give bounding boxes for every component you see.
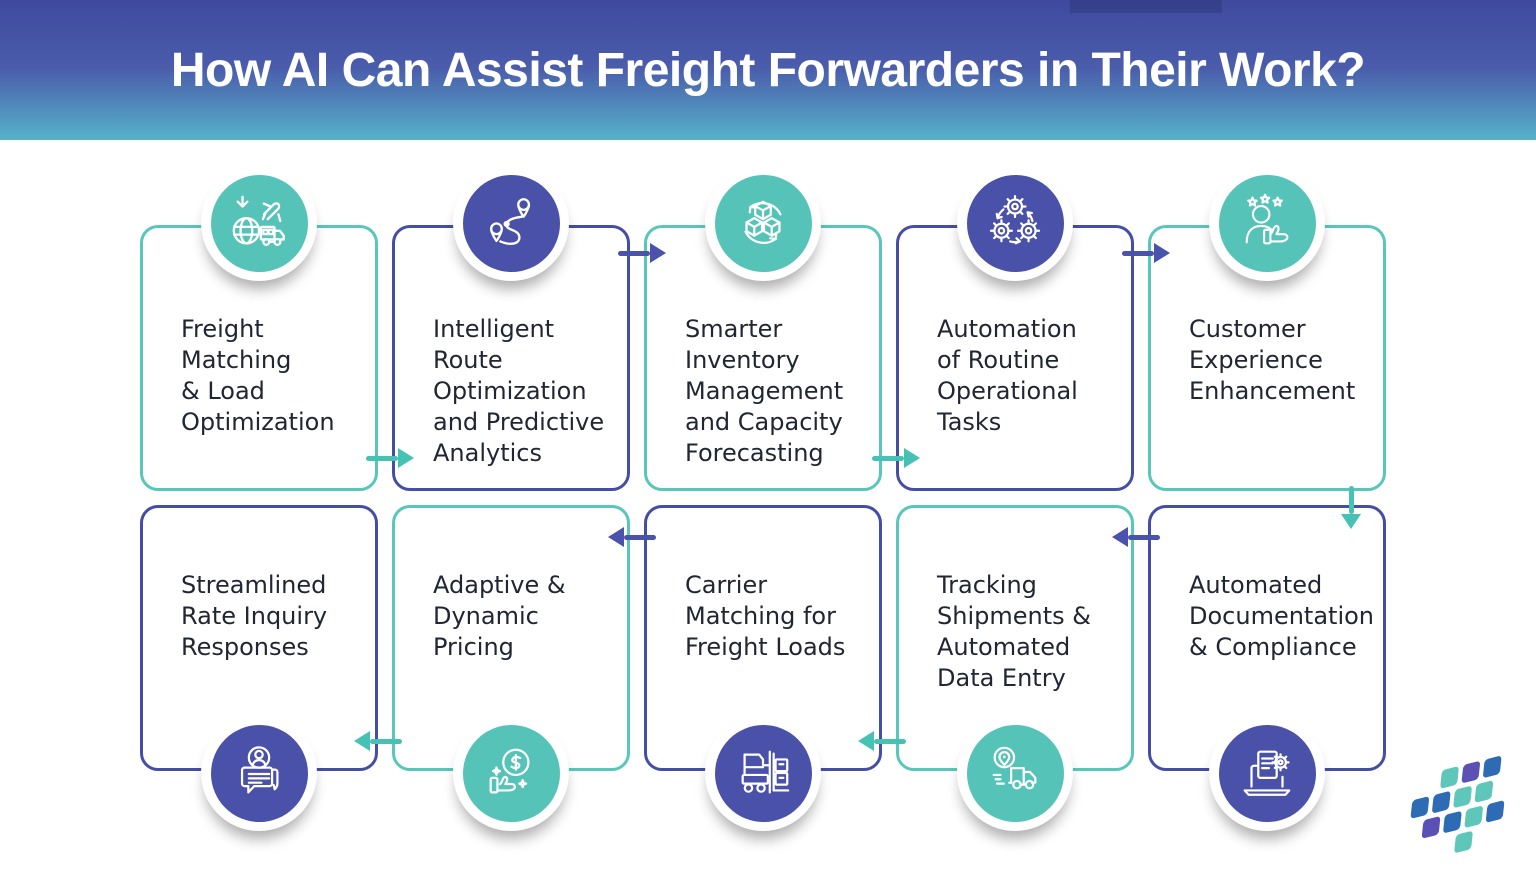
card-shipment-tracking: Tracking Shipments & Automated Data Entr… bbox=[896, 505, 1134, 831]
thumb-dollar-icon bbox=[453, 715, 569, 831]
gears-icon bbox=[957, 165, 1073, 281]
card-carrier-matching: Carrier Matching for Freight Loads bbox=[644, 505, 882, 831]
card-freight-matching: Freight Matching & Load Optimization bbox=[140, 165, 378, 491]
flow-arrow-10-to-9 bbox=[1112, 527, 1160, 547]
card-routine-task-automation: Automation of Routine Operational Tasks bbox=[896, 165, 1134, 491]
card-label: Freight Matching & Load Optimization bbox=[181, 315, 335, 436]
person-thumbs-up-icon bbox=[1209, 165, 1325, 281]
card-customer-experience: Customer Experience Enhancement bbox=[1148, 165, 1386, 491]
card-label: Customer Experience Enhancement bbox=[1189, 315, 1356, 405]
card-route-optimization: Intelligent Route Optimization and Predi… bbox=[392, 165, 630, 491]
card-documentation-compliance: Automated Documentation & Compliance bbox=[1148, 505, 1386, 831]
card-label: Streamlined Rate Inquiry Responses bbox=[181, 571, 328, 661]
page-title: How AI Can Assist Freight Forwarders in … bbox=[170, 43, 1366, 97]
card-label: Smarter Inventory Management and Capacit… bbox=[685, 315, 844, 467]
header-banner: How AI Can Assist Freight Forwarders in … bbox=[0, 0, 1536, 140]
header-artifact-strip bbox=[1070, 0, 1222, 13]
card-label: Automated Documentation & Compliance bbox=[1189, 571, 1375, 661]
card-inventory-management: Smarter Inventory Management and Capacit… bbox=[644, 165, 882, 491]
flow-arrow-9-to-8 bbox=[858, 731, 906, 751]
route-pins-icon bbox=[453, 165, 569, 281]
flow-arrow-1-to-2 bbox=[366, 448, 414, 468]
laptop-document-gear-icon bbox=[1209, 715, 1325, 831]
card-label: Automation of Routine Operational Tasks bbox=[937, 315, 1078, 436]
card-label: Adaptive & Dynamic Pricing bbox=[433, 571, 566, 661]
globe-plane-truck-icon bbox=[201, 165, 317, 281]
flow-arrow-2-to-3 bbox=[618, 243, 666, 263]
card-label: Carrier Matching for Freight Loads bbox=[685, 571, 846, 661]
chat-avatar-icon bbox=[201, 715, 317, 831]
flow-arrow-8-to-7 bbox=[608, 527, 656, 547]
cubes-cycle-icon bbox=[705, 165, 821, 281]
flow-arrow-row1-to-row2 bbox=[1341, 486, 1361, 529]
card-label: Tracking Shipments & Automated Data Entr… bbox=[937, 571, 1091, 692]
card-rate-inquiry-responses: Streamlined Rate Inquiry Responses bbox=[140, 505, 378, 831]
flow-arrow-4-to-5 bbox=[1122, 243, 1170, 263]
forklift-icon bbox=[705, 715, 821, 831]
card-dynamic-pricing: Adaptive & Dynamic Pricing bbox=[392, 505, 630, 831]
interlocking-tiles-logo bbox=[1396, 753, 1530, 871]
card-label: Intelligent Route Optimization and Predi… bbox=[433, 315, 605, 467]
flow-arrow-7-to-6 bbox=[354, 731, 402, 751]
flow-arrow-3-to-4 bbox=[872, 448, 920, 468]
truck-location-icon bbox=[957, 715, 1073, 831]
